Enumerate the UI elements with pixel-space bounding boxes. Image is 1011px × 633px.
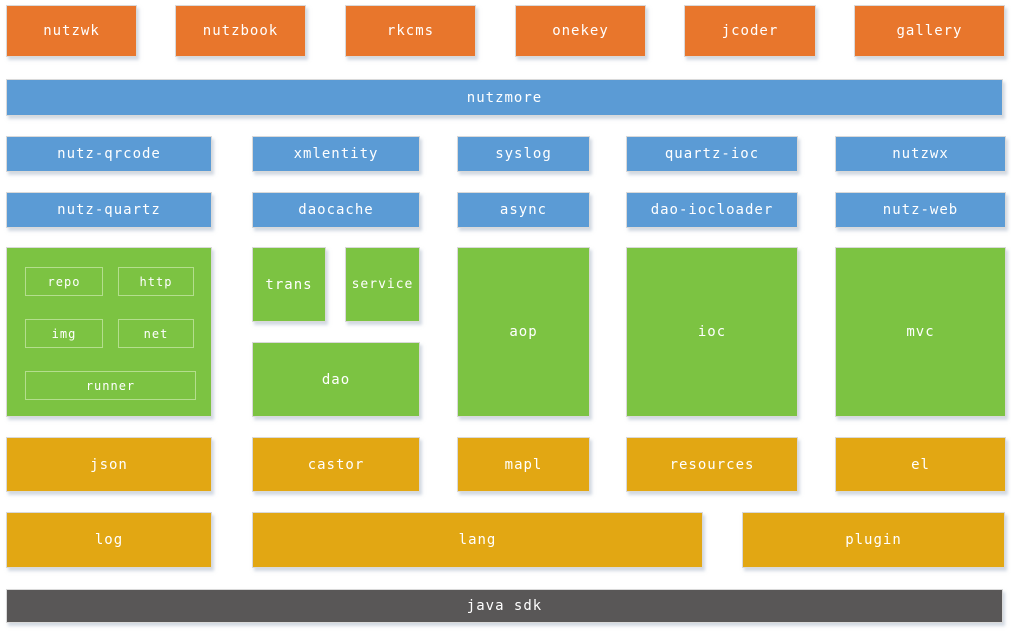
block-xmlentity: xmlentity — [252, 136, 420, 172]
block-nutzwk: nutzwk — [6, 5, 137, 57]
block-aop: aop — [457, 247, 590, 417]
block-el: el — [835, 437, 1006, 492]
block-nutz-quartz: nutz-quartz — [6, 192, 212, 228]
block-java-sdk: java sdk — [6, 589, 1003, 623]
block-rkcms: rkcms — [345, 5, 476, 57]
block-runner: runner — [25, 371, 196, 400]
block-ioc: ioc — [626, 247, 798, 417]
block-nutz-web: nutz-web — [835, 192, 1006, 228]
block-syslog: syslog — [457, 136, 590, 172]
block-json: json — [6, 437, 212, 492]
block-tools-group: repo http img net runner — [6, 247, 212, 417]
block-gallery: gallery — [854, 5, 1005, 57]
block-trans: trans — [252, 247, 326, 322]
block-http: http — [118, 267, 194, 296]
block-log: log — [6, 512, 212, 568]
block-repo: repo — [25, 267, 103, 296]
block-onekey: onekey — [515, 5, 646, 57]
block-dao: dao — [252, 342, 420, 417]
block-daocache: daocache — [252, 192, 420, 228]
block-mvc: mvc — [835, 247, 1006, 417]
block-nutzwx: nutzwx — [835, 136, 1006, 172]
block-nutzmore: nutzmore — [6, 79, 1003, 116]
block-lang: lang — [252, 512, 703, 568]
block-resources: resources — [626, 437, 798, 492]
block-plugin: plugin — [742, 512, 1005, 568]
block-service: service — [345, 247, 420, 322]
block-nutz-qrcode: nutz-qrcode — [6, 136, 212, 172]
block-jcoder: jcoder — [684, 5, 816, 57]
block-castor: castor — [252, 437, 420, 492]
block-dao-iocloader: dao-iocloader — [626, 192, 798, 228]
block-net: net — [118, 319, 194, 348]
block-mapl: mapl — [457, 437, 590, 492]
block-async: async — [457, 192, 590, 228]
block-img: img — [25, 319, 103, 348]
block-nutzbook: nutzbook — [175, 5, 306, 57]
block-quartz-ioc: quartz-ioc — [626, 136, 798, 172]
